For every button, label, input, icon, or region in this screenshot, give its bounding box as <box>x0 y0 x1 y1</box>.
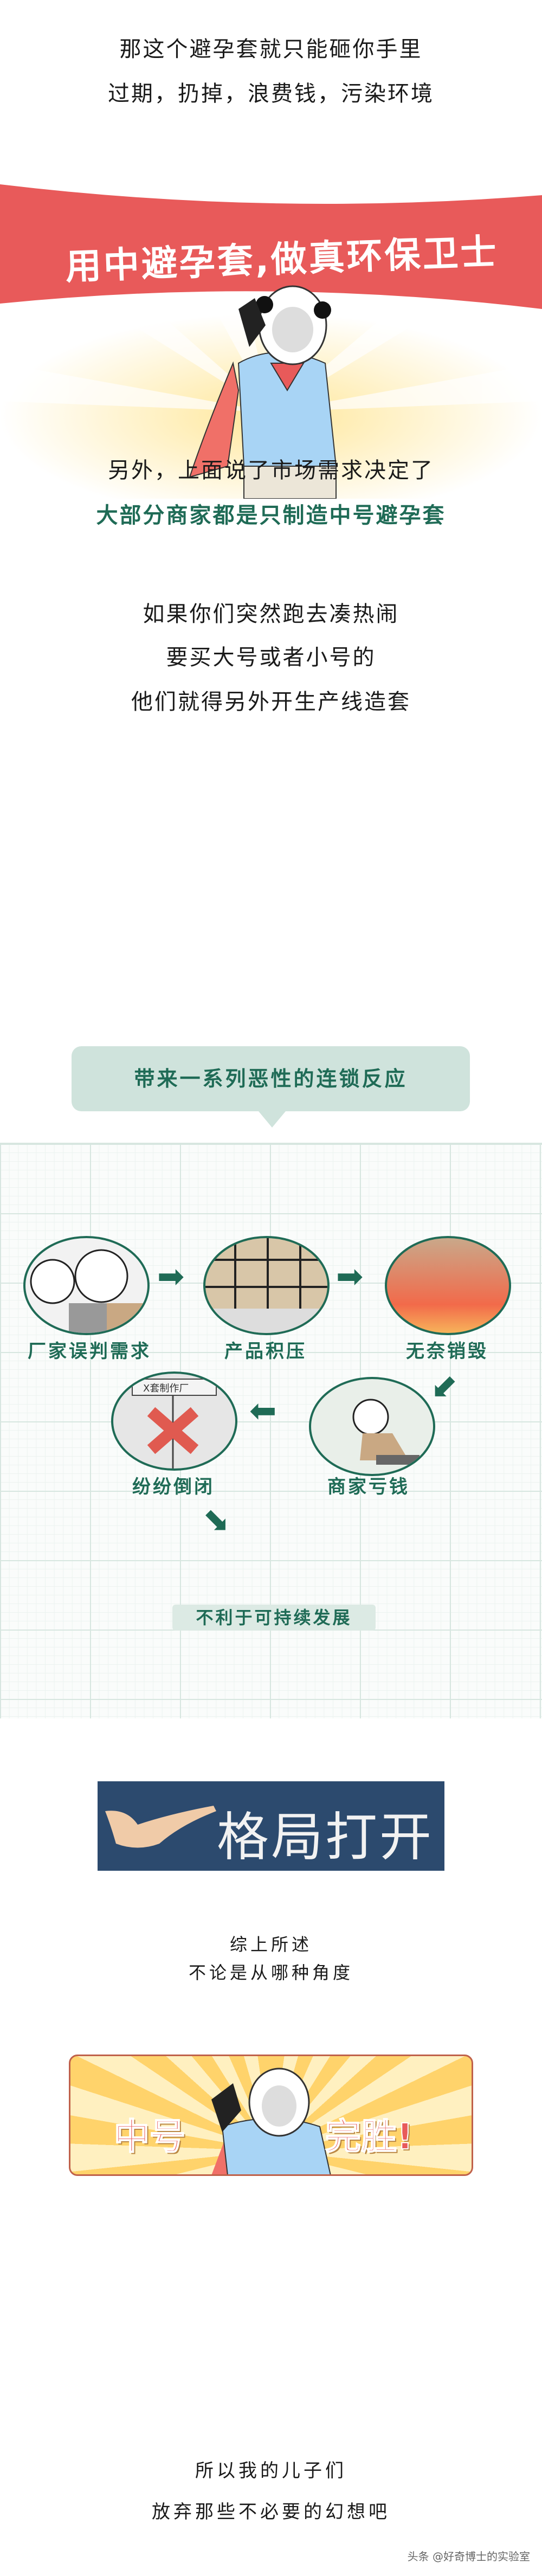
hero-character <box>211 2068 331 2174</box>
step-label: 厂家误判需求 <box>28 1341 151 1362</box>
intro-line-1: 那这个避孕套就只能砸你手里 <box>119 37 423 62</box>
chain-title-bubble: 带来一系列恶性的连锁反应 <box>72 1046 470 1128</box>
section3-line-2: 要买大号或者小号的 <box>166 645 376 670</box>
chain-diagram: ➡ ➡ 厂家误判需求 产品积压 无奈销毁 ➡ X套制作厂 ➡ 纷纷倒闭 商家亏钱… <box>0 1143 542 1718</box>
watermark: 头条 @好奇博士的实验室 <box>407 2550 530 2563</box>
section3-line-1: 如果你们突然跑去凑热闹 <box>143 602 399 627</box>
section2-line: 另外，上面说了市场需求决定了 <box>108 458 434 483</box>
intro-line-2: 过期，扔掉，浪费钱，污染环境 <box>108 81 434 106</box>
step-image-loss <box>309 1377 435 1476</box>
chain-result-text: 不利于可持续发展 <box>196 1607 352 1628</box>
victory-right-text: 完胜! <box>325 2115 414 2158</box>
step-image-misjudge <box>23 1236 150 1335</box>
summary-line-2: 不论是从哪种角度 <box>188 1962 353 1983</box>
summary-line-1: 综上所述 <box>229 1934 312 1955</box>
chain-result: 不利于可持续发展 <box>172 1605 376 1631</box>
meme-image: 格局打开 <box>98 1781 444 1871</box>
bubble-tail <box>259 1111 286 1128</box>
closing-line-2: 放弃那些不必要的幻想吧 <box>152 2501 390 2523</box>
meme-text: 格局打开 <box>217 1807 434 1867</box>
step-label: 纷纷倒闭 <box>132 1476 215 1498</box>
step-label: 无奈销毁 <box>406 1341 488 1362</box>
arrow-left-icon: ➡ <box>249 1393 277 1431</box>
arrow-right-icon: ➡ <box>336 1258 364 1296</box>
closing-line-1: 所以我的儿子们 <box>195 2460 347 2482</box>
hand-icon <box>105 1806 216 1848</box>
arrow-right-icon: ➡ <box>157 1258 185 1296</box>
section2-highlight: 大部分商家都是只制造中号避孕套 <box>96 503 446 528</box>
section3-line-3: 他们就得另外开生产线造套 <box>131 690 411 714</box>
victory-image: 中号 完胜! <box>69 2055 473 2176</box>
factory-sign: X套制作厂 <box>143 1383 189 1394</box>
hero-illustration: 用中避孕套,做真环保卫士 <box>0 184 542 499</box>
step-label: 产品积压 <box>224 1341 307 1362</box>
sunburst-background <box>0 184 542 499</box>
step-image-stockpile <box>203 1236 330 1335</box>
step-image-closed: X套制作厂 <box>111 1371 237 1471</box>
step-image-destroy <box>385 1236 511 1335</box>
chain-title: 带来一系列恶性的连锁反应 <box>134 1067 408 1091</box>
victory-left-text: 中号 <box>113 2115 186 2158</box>
step-label: 商家亏钱 <box>327 1476 410 1498</box>
arrow-down-right-icon: ➡ <box>193 1497 240 1544</box>
arrow-down-left-icon: ➡ <box>421 1364 468 1411</box>
